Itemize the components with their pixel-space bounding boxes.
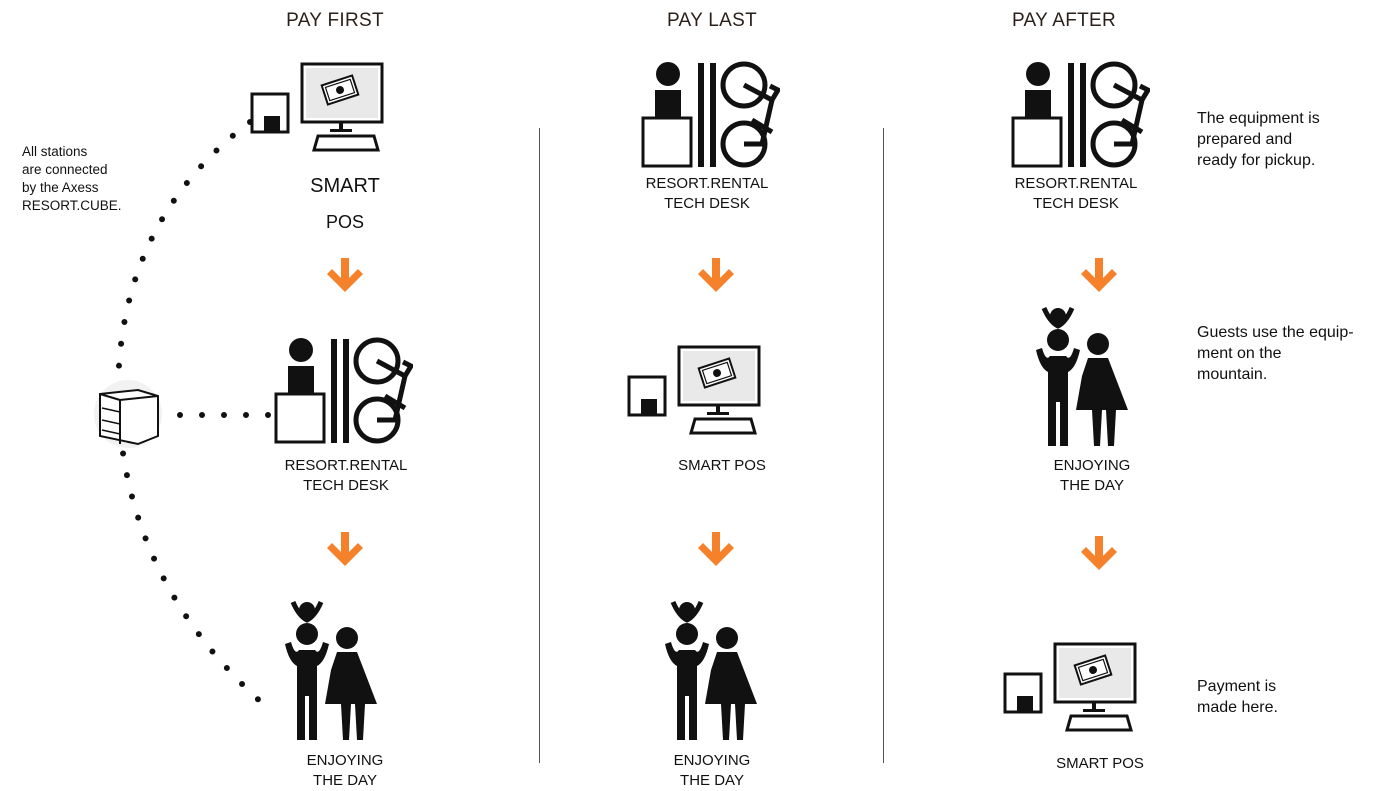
label-line: RESORT.RENTAL: [284, 457, 408, 474]
column-title-pay-first: PAY FIRST: [286, 10, 384, 31]
label-line: SMART POS: [678, 457, 766, 474]
cube-note-line: All stations: [22, 144, 88, 159]
family-icon: [1030, 306, 1130, 446]
pos-terminal-icon: [1003, 642, 1143, 732]
label-line: RESORT.RENTAL: [1014, 175, 1138, 192]
cube-note: All stations are connected by the Axess …: [22, 143, 152, 215]
step-label-enjoying: ENJOYING THE DAY: [617, 751, 807, 791]
step-label-rental-desk: RESORT.RENTAL TECH DESK: [981, 174, 1171, 214]
step-label-smart-pos: SMART POS: [627, 456, 817, 476]
label-line: POS: [325, 212, 364, 232]
step-label-rental-desk: RESORT.RENTAL TECH DESK: [612, 174, 802, 214]
cube-note-line: by the Axess: [22, 180, 99, 195]
family-icon: [659, 600, 759, 740]
step-label-smart-pos: SMART POS: [1005, 754, 1195, 774]
label-line: TECH DESK: [664, 195, 750, 212]
step-label-smart-pos: SMART POS: [250, 168, 440, 240]
step-label-rental-desk: RESORT.RENTAL TECH DESK: [251, 456, 441, 496]
flow-arrow: [698, 258, 734, 292]
pos-terminal-icon: [250, 62, 390, 152]
label-line: ENJOYING: [673, 752, 751, 769]
side-note-line: Guests use the equip-: [1197, 324, 1354, 341]
cube-note-line: are connected: [22, 162, 108, 177]
rental-desk-icon: [1010, 60, 1150, 170]
side-note-line: ment on the: [1197, 345, 1282, 362]
label-line: THE DAY: [1060, 477, 1124, 494]
label-line: SMART POS: [1056, 755, 1144, 772]
cube-note-line: RESORT.CUBE.: [22, 198, 122, 213]
column-title-pay-last: PAY LAST: [666, 10, 758, 31]
side-note-line: prepared and: [1197, 131, 1293, 148]
side-note-line: Payment is: [1197, 678, 1277, 695]
flow-arrow: [1081, 258, 1117, 292]
column-title-pay-after: PAY AFTER: [1011, 10, 1117, 31]
flow-arrow: [698, 532, 734, 566]
flow-arrow: [1081, 536, 1117, 570]
label-line: ENJOYING: [306, 752, 384, 769]
label-line: THE DAY: [680, 772, 744, 789]
step-label-enjoying: ENJOYING THE DAY: [997, 456, 1187, 496]
side-note-line: ready for pickup.: [1197, 152, 1316, 169]
label-line: SMART: [310, 175, 380, 197]
label-line: ENJOYING: [1053, 457, 1131, 474]
label-line: THE DAY: [313, 772, 377, 789]
side-note-line: mountain.: [1197, 366, 1268, 383]
rental-desk-icon: [640, 60, 780, 170]
step-label-enjoying: ENJOYING THE DAY: [250, 751, 440, 791]
divider-right: [883, 128, 884, 763]
flow-arrow: [327, 258, 363, 292]
label-line: TECH DESK: [303, 477, 389, 494]
label-line: RESORT.RENTAL: [645, 175, 769, 192]
side-note-mountain: Guests use the equip- ment on the mounta…: [1197, 322, 1354, 385]
family-icon: [279, 600, 379, 740]
side-note-payment: Payment is made here.: [1197, 676, 1278, 718]
rental-desk-icon: [273, 336, 413, 446]
resort-cube-icon: [78, 378, 168, 452]
divider-left: [539, 128, 540, 763]
side-note-line: The equipment is: [1197, 110, 1320, 127]
side-note-line: made here.: [1197, 699, 1278, 716]
side-note-pickup: The equipment is prepared and ready for …: [1197, 108, 1320, 171]
flow-arrow: [327, 532, 363, 566]
label-line: TECH DESK: [1033, 195, 1119, 212]
pos-terminal-icon: [627, 345, 767, 435]
